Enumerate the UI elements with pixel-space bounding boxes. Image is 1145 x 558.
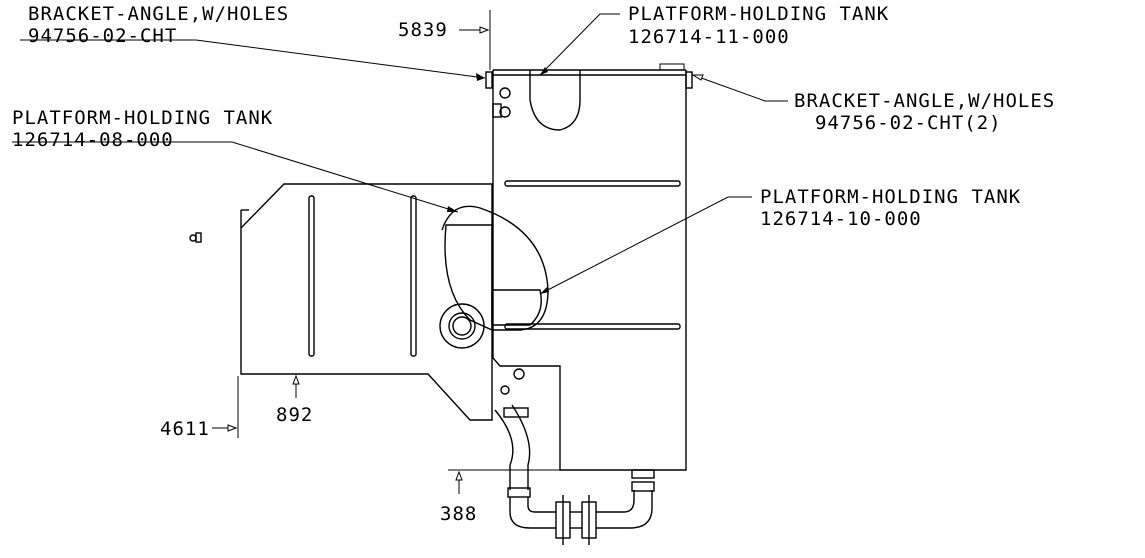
callout-tank-left-line2: 126714-08-000 — [12, 129, 174, 151]
drain-piping — [494, 404, 655, 545]
callout-tank-mid-line2: 126714-10-000 — [760, 208, 922, 230]
dimension-left: 4611 — [160, 418, 210, 440]
left-tank — [189, 183, 549, 421]
leader-lines — [12, 13, 788, 295]
callout-bracket-right-line1: BRACKET-ANGLE,W/HOLES — [794, 90, 1055, 112]
callout-tank-top-line1: PLATFORM-HOLDING TANK — [628, 3, 889, 25]
callout-bracket-left-line1: BRACKET-ANGLE,W/HOLES — [28, 3, 289, 25]
dimension-bottom-left: 892 — [276, 404, 313, 426]
callout-tank-top-line2: 126714-11-000 — [628, 26, 790, 48]
callout-tank-left-line1: PLATFORM-HOLDING TANK — [12, 107, 273, 129]
callout-tank-mid-line1: PLATFORM-HOLDING TANK — [760, 186, 1021, 208]
right-tank — [485, 63, 693, 471]
dimension-bottom: 388 — [440, 503, 477, 525]
dimension-top: 5839 — [398, 19, 448, 41]
callout-bracket-left-line2: 94756-02-CHT — [28, 25, 177, 47]
callout-bracket-right-line2: 94756-02-CHT(2) — [815, 112, 1002, 134]
dimension-markers — [212, 10, 560, 494]
